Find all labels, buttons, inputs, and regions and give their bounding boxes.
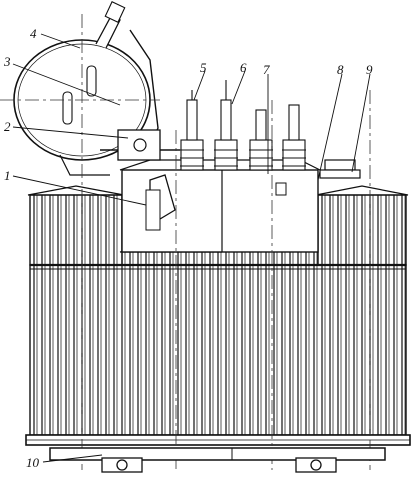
callout-9: 9: [366, 62, 373, 77]
callout-10: 10: [26, 455, 40, 470]
leader-lines: [12, 33, 371, 463]
callout-5: 5: [200, 60, 207, 75]
base-skid: [49, 447, 386, 473]
thermosiphon: [145, 174, 176, 231]
callout-2: 2: [4, 119, 11, 134]
gas-relay: [100, 129, 180, 161]
bushings: [180, 80, 361, 179]
callout-6: 6: [240, 60, 247, 75]
callout-1: 1: [4, 168, 11, 183]
callout-3: 3: [3, 54, 11, 69]
callout-7: 7: [263, 62, 270, 77]
callout-8: 8: [337, 62, 344, 77]
callout-4: 4: [30, 26, 37, 41]
radiator-body: [25, 185, 411, 446]
callouts: 4 3 2 1 5 6 7 8 9 10: [3, 26, 373, 470]
